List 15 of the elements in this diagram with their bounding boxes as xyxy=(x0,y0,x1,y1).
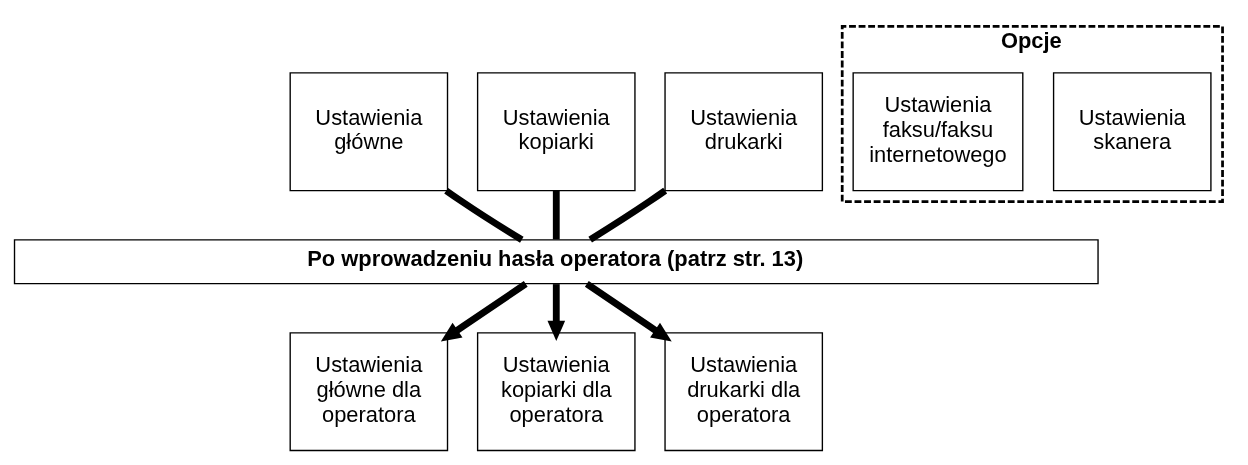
node-box: Ustawienia drukarki xyxy=(664,71,824,191)
node-box: Ustawienia skanera xyxy=(1052,71,1212,191)
node-box: Ustawienia kopiarki xyxy=(476,71,636,191)
connector xyxy=(444,187,524,243)
node-box: Ustawienia główne dla operatora xyxy=(289,331,449,451)
node-box: Ustawienia drukarki dla operatora xyxy=(664,331,824,451)
arrow xyxy=(547,283,566,341)
connector xyxy=(588,187,668,243)
arrow xyxy=(584,280,672,341)
connector xyxy=(552,190,560,239)
arrow xyxy=(440,280,528,341)
node-box: Ustawienia kopiarki dla operatora xyxy=(476,331,636,451)
node-box: Ustawienia faksu/faksu internetowego xyxy=(852,71,1024,191)
node-box: Ustawienia główne xyxy=(289,71,449,191)
node-box: Po wprowadzeniu hasła operatora (patrz str. 13) xyxy=(13,238,1099,284)
